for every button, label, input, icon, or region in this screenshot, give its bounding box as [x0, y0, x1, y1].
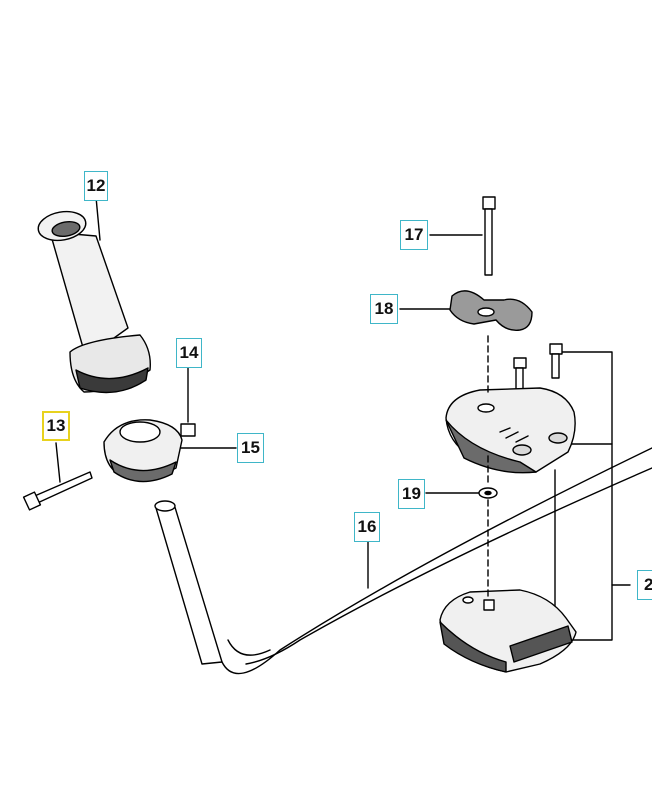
callout-14[interactable]: 14 [176, 338, 202, 368]
leader-2 [559, 351, 613, 641]
callout-13[interactable]: 13 [42, 411, 70, 441]
callout-16[interactable]: 16 [354, 512, 380, 542]
callout-12[interactable]: 12 [84, 171, 108, 201]
bolt-short-right [549, 343, 563, 379]
callout-17[interactable]: 17 [400, 220, 428, 250]
clamp [103, 419, 183, 483]
upper-cover [445, 387, 576, 474]
callout-15[interactable]: 15 [237, 433, 264, 463]
callout-2[interactable]: 2 [637, 570, 652, 600]
leader-13 [55, 442, 61, 483]
callout-19[interactable]: 19 [398, 479, 425, 509]
screw [22, 471, 93, 511]
leader-12 [95, 196, 101, 241]
bolt-short-left [513, 357, 527, 393]
callout-18[interactable]: 18 [370, 294, 398, 324]
nut [180, 423, 196, 437]
bolt-long [482, 196, 496, 276]
handle-tube [155, 501, 223, 665]
lower-mount [439, 589, 577, 673]
main-bar [221, 447, 652, 675]
handle-grip [37, 210, 151, 394]
